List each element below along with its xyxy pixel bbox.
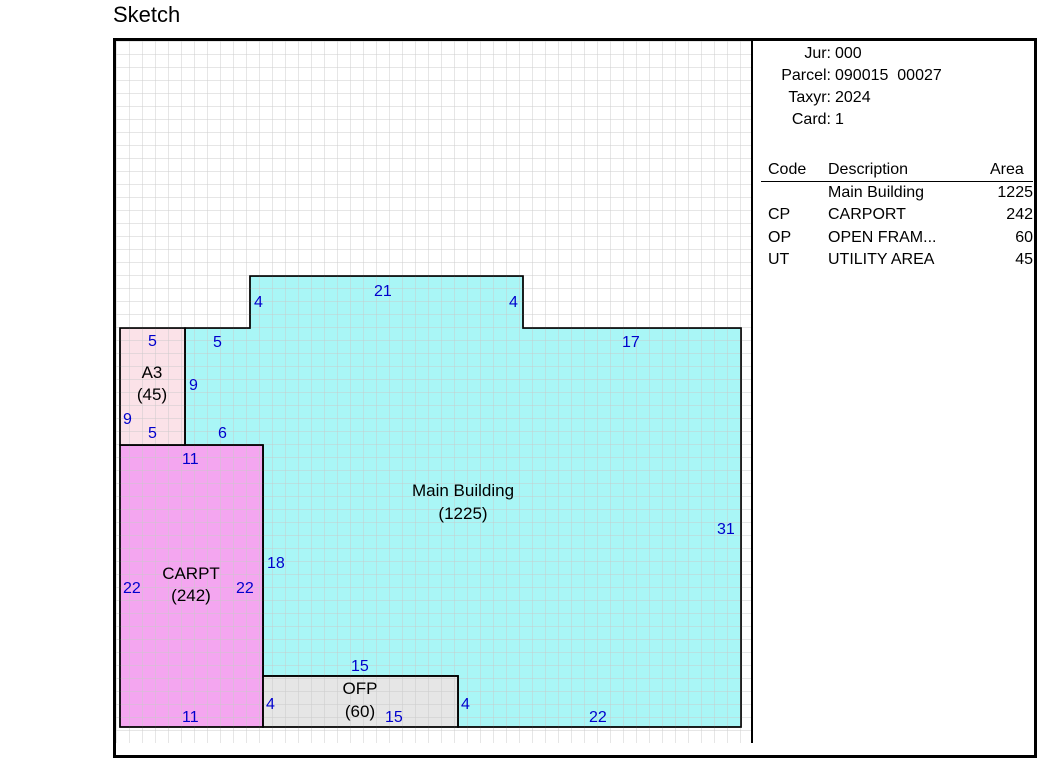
dim-main-bottom: 22 [589, 709, 607, 726]
taxyr-value: 2024 [835, 89, 871, 106]
dim-ofp-bottom: 15 [385, 709, 403, 726]
carport-label: CARPT [162, 564, 220, 583]
ofp-area: (60) [345, 702, 375, 721]
main-building-area: (1225) [438, 504, 487, 523]
dim-main-carport-right: 18 [267, 555, 285, 572]
dim-ofp-right: 4 [461, 696, 470, 713]
dim-a3-left: 9 [123, 411, 132, 428]
row-area: 242 [1006, 206, 1033, 223]
jur-label: Jur: [804, 45, 831, 62]
dim-main-top-right: 17 [622, 334, 640, 351]
col-header-code: Code [768, 161, 807, 178]
dim-main-top: 21 [374, 283, 392, 300]
parcel-value: 090015 00027 [835, 67, 942, 84]
ofp-label: OFP [343, 679, 378, 698]
card-label: Card: [791, 111, 831, 128]
dim-carport-left: 22 [123, 580, 141, 597]
row-description: UTILITY AREA [828, 251, 935, 268]
parcel-info: Jur: 000 Parcel: 090015 00027 Taxyr: 202… [761, 45, 1031, 135]
row-code: OP [768, 229, 792, 246]
a3-area: (45) [137, 385, 167, 404]
dim-ofp-top: 15 [351, 658, 369, 675]
row-area: 45 [1015, 251, 1033, 268]
page-title: Sketch [113, 2, 181, 27]
dim-a3-top: 5 [148, 333, 157, 350]
jur-value: 000 [835, 45, 862, 62]
row-description: CARPORT [828, 206, 906, 223]
dim-carport-top: 11 [182, 451, 199, 468]
parcel-label: Parcel: [781, 67, 831, 84]
dim-carport-right: 22 [236, 580, 254, 597]
taxyr-label: Taxyr: [788, 89, 831, 106]
table-header-rule [761, 181, 1033, 182]
panel-divider [751, 41, 753, 743]
col-header-description: Description [828, 161, 909, 178]
a3-label: A3 [142, 363, 163, 382]
carport-area: (242) [171, 586, 211, 605]
row-code: UT [768, 251, 790, 268]
row-description: Main Building [828, 184, 925, 201]
row-area: 1225 [997, 184, 1033, 201]
dim-a3-right: 9 [189, 377, 198, 394]
dim-main-a3-bottom: 6 [218, 425, 227, 442]
dim-main-left-notch: 4 [254, 294, 263, 311]
dim-main-left-top: 5 [213, 334, 222, 351]
dim-main-right: 31 [717, 521, 735, 538]
main-building-label: Main Building [412, 481, 514, 500]
row-area: 60 [1015, 229, 1033, 246]
dim-carport-bottom: 11 [182, 709, 199, 726]
dim-ofp-left: 4 [266, 696, 275, 713]
row-code: CP [768, 206, 791, 223]
row-description: OPEN FRAM... [828, 229, 937, 246]
col-header-area: Area [990, 161, 1024, 178]
dim-main-right-notch: 4 [509, 294, 518, 311]
dim-a3-bottom: 5 [148, 425, 157, 442]
card-value: 1 [835, 111, 844, 128]
